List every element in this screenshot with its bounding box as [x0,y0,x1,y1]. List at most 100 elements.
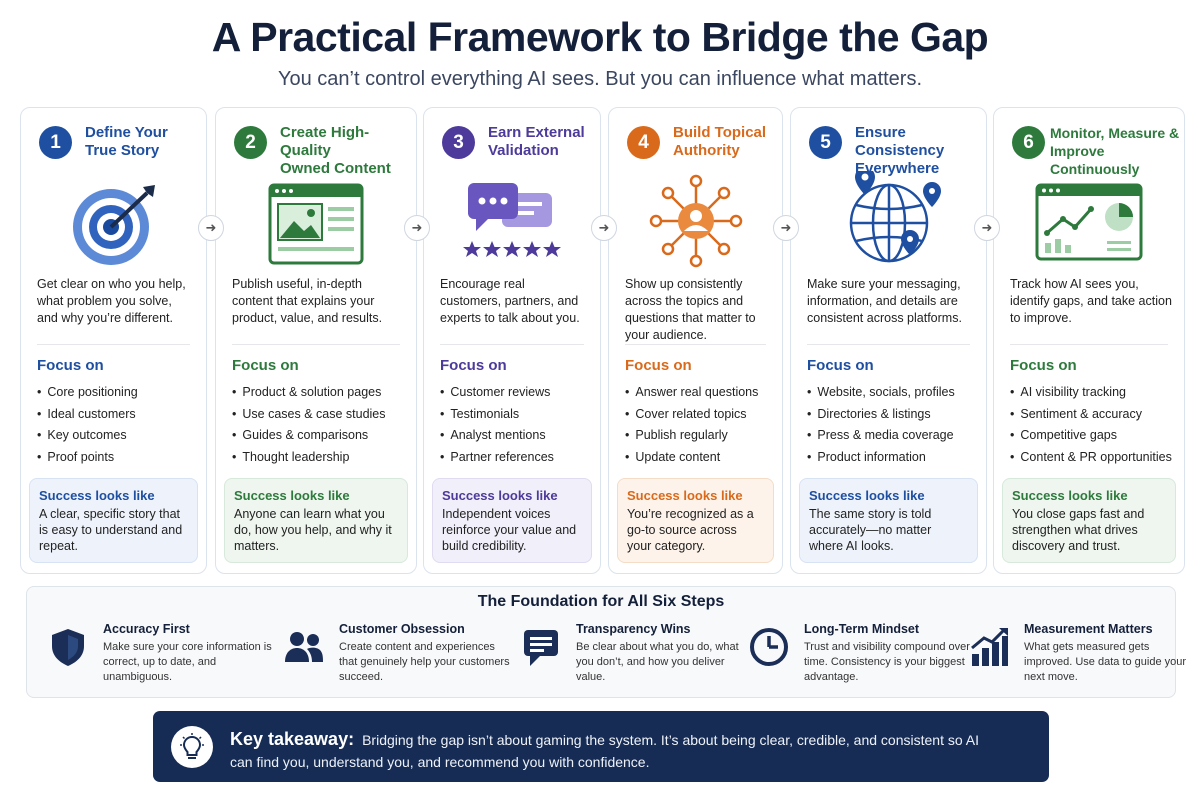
shield-icon [52,629,84,666]
success-heading: Success looks like [234,488,350,503]
success-heading: Success looks like [39,488,155,503]
focus-list: Product & solution pages Use cases & cas… [232,382,386,469]
clock-icon [750,628,788,666]
focus-heading: Focus on [440,357,507,374]
web-page-icon [216,168,416,273]
success-heading: Success looks like [442,488,558,503]
focus-item: Website, socials, profiles [807,382,954,404]
lightbulb-icon [171,726,213,768]
focus-item: Thought leadership [232,447,386,469]
step-description: Publish useful, in-depth content that ex… [232,277,383,325]
key-takeaway-banner: Key takeaway:Bridging the gap isn’t abou… [153,711,1049,782]
focus-item: Use cases & case studies [232,404,385,426]
focus-item: Ideal customers [37,404,138,426]
step-number-badge: 1 [39,126,72,159]
focus-list: Website, socials, profiles Directories &… [807,382,955,469]
success-text: Independent voices reinforce your value … [442,507,577,553]
focus-item: Partner references [440,447,554,469]
focus-heading: Focus on [232,357,299,374]
focus-item: Testimonials [440,404,554,426]
success-text: A clear, specific story that is easy to … [39,507,183,553]
takeaway-label: Key takeaway: [230,729,355,749]
focus-heading: Focus on [625,357,692,374]
step-title: Create High-Quality Owned Content [280,124,391,177]
step-description: Make sure your messaging, information, a… [807,277,962,325]
focus-heading: Focus on [1010,357,1077,374]
success-text: You’re recognized as a go-to source acro… [627,507,754,553]
focus-item: Content & PR opportunities [1010,447,1171,469]
focus-item: Competitive gaps [1010,425,1172,447]
focus-list: Answer real questions Cover related topi… [625,382,758,468]
success-text: The same story is told accurately—no mat… [809,507,932,553]
focus-item: Product information [807,447,955,469]
step-description: Show up consistently across the topics a… [625,277,756,342]
step-card-4: 4 Build Topical Authority Show up consis… [608,107,783,574]
analytics-dashboard-icon [994,168,1184,273]
focus-item: Press & media coverage [807,425,955,447]
next-arrow-icon: ➜ [591,215,617,241]
success-box: Success looks like You’re recognized as … [617,478,774,563]
focus-list: AI visibility tracking Sentiment & accur… [1010,382,1172,469]
success-text: You close gaps fast and strengthen what … [1012,507,1145,553]
step-card-2: 2 Create High-Quality Owned Content Publ… [215,107,417,574]
page-subtitle: You can’t control everything AI sees. Bu… [277,68,923,90]
divider [37,344,190,345]
step-card-3: 3 Earn External Validation Encourage rea… [423,107,601,574]
step-card-1: 1 Define Your True Story Get clear on wh… [20,107,207,574]
step-number-badge: 3 [442,126,475,159]
people-icon [285,632,323,662]
divider [440,344,584,345]
foundation-title: The Foundation for All Six Steps [477,593,725,610]
success-heading: Success looks like [1012,488,1128,503]
focus-item: Key outcomes [37,425,138,447]
next-arrow-icon: ➜ [773,215,799,241]
growth-chart-icon [971,628,1008,666]
focus-item: Cover related topics [625,404,758,426]
focus-item: Answer real questions [625,382,758,404]
focus-item: Directories & listings [807,404,955,426]
next-arrow-icon: ➜ [404,215,430,241]
takeaway-text: Key takeaway:Bridging the gap isn’t abou… [230,729,979,770]
step-description: Get clear on who you help, what problem … [37,277,186,325]
success-box: Success looks like The same story is tol… [799,478,978,563]
next-arrow-icon: ➜ [974,215,1000,241]
focus-item: Core positioning [37,382,137,404]
focus-item: AI visibility tracking [1010,382,1172,404]
step-card-6: 6 Monitor, Measure & Improve Continuousl… [993,107,1185,574]
foundation-panel: The Foundation for All Six Steps Accurac… [26,586,1186,698]
success-text: Anyone can learn what you do, how you he… [234,507,392,553]
step-card-5: 5 Ensure Consistency Everywhere Make sur… [790,107,987,574]
page-title: A Practical Framework to Bridge the Gap [211,14,989,60]
step-number-badge: 4 [627,126,660,159]
divider [232,344,400,345]
focus-item: Customer reviews [440,382,554,404]
reviews-icon [424,168,600,273]
network-hub-icon [609,168,782,273]
step-title: Ensure Consistency Everywhere [855,124,945,177]
focus-list: Core positioning Ideal customers Key out… [37,382,138,468]
divider [807,344,970,345]
focus-item: Guides & comparisons [232,425,386,447]
success-box: Success looks like Anyone can learn what… [224,478,408,563]
divider [625,344,766,345]
focus-heading: Focus on [807,357,874,374]
step-number-badge: 6 [1012,126,1045,159]
divider [1010,344,1168,345]
step-description: Track how AI sees you, identify gaps, an… [1010,277,1172,325]
focus-item: Update content [625,447,758,469]
step-number-badge: 5 [809,126,842,159]
chat-icon [524,630,558,666]
focus-item: Sentiment & accuracy [1010,404,1172,426]
step-number-badge: 2 [234,126,267,159]
focus-list: Customer reviews Testimonials Analyst me… [440,382,554,468]
globe-icon [791,168,986,273]
step-title: Earn External Validation [488,124,585,159]
target-icon [21,168,206,273]
step-description: Encourage real customers, partners, and … [440,277,580,325]
step-title: Define Your True Story [85,124,168,159]
success-box: Success looks like You close gaps fast a… [1002,478,1176,563]
success-box: Success looks like A clear, specific sto… [29,478,198,563]
step-title: Build Topical Authority [673,124,767,159]
focus-heading: Focus on [37,357,104,374]
focus-item: Analyst mentions [440,425,554,447]
